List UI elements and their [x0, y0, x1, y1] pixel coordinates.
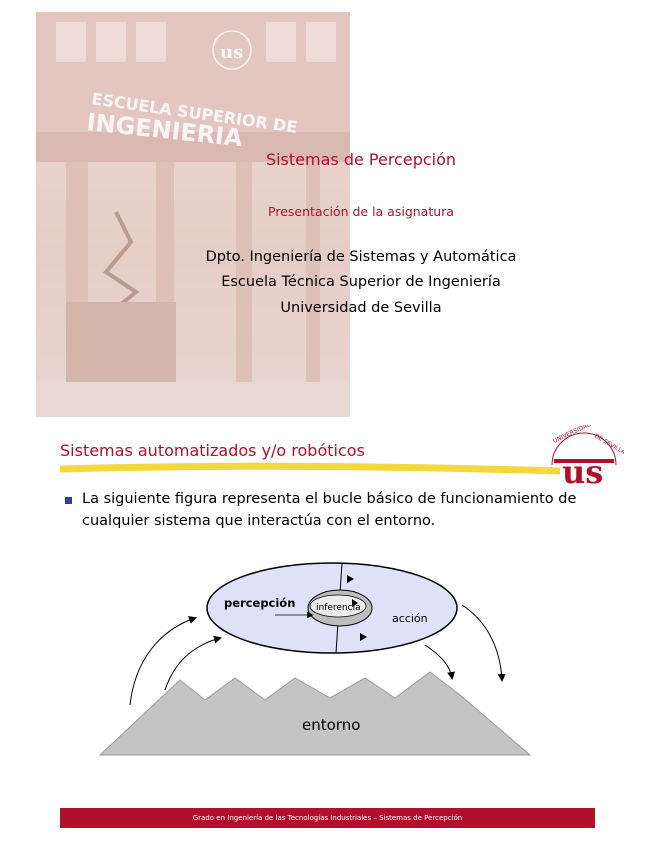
title-slide: ESCUELA SUPERIOR DE INGENIERIA us Sistem…	[36, 12, 589, 417]
university-crest-icon: us	[212, 30, 252, 70]
department-line: Dpto. Ingeniería de Sistemas y Automátic…	[205, 249, 517, 265]
school-line: Escuela Técnica Superior de Ingeniería	[221, 274, 501, 290]
building-photo: ESCUELA SUPERIOR DE INGENIERIA us	[36, 12, 350, 417]
bullet-text: La siguiente figura representa el bucle …	[82, 491, 577, 529]
perception-loop-diagram: percepción inferencia acción entorno	[98, 562, 532, 756]
perception-label: percepción	[224, 596, 295, 610]
university-logo-icon: UNIVERSIDAD DE SEVILLA us	[551, 425, 624, 491]
slide-title: Sistemas automatizados y/o robóticos	[60, 441, 365, 460]
presentation-subtitle: Presentación de la asignatura	[268, 204, 454, 219]
bullet-marker	[65, 497, 72, 504]
action-label: acción	[392, 612, 428, 625]
university-line: Universidad de Sevilla	[280, 300, 442, 316]
environment-label: entorno	[302, 716, 360, 734]
presentation-title: Sistemas de Percepción	[265, 150, 457, 169]
svg-text:UNIVERSIDAD: UNIVERSIDAD	[552, 425, 593, 445]
environment-mountains	[98, 671, 532, 756]
title-underline	[60, 462, 560, 475]
inference-label: inferencia	[316, 603, 361, 613]
footer-bar: Grado en Ingeniería de las Tecnologías I…	[60, 808, 595, 828]
svg-text:us: us	[562, 453, 603, 491]
svg-text:us: us	[220, 42, 243, 63]
